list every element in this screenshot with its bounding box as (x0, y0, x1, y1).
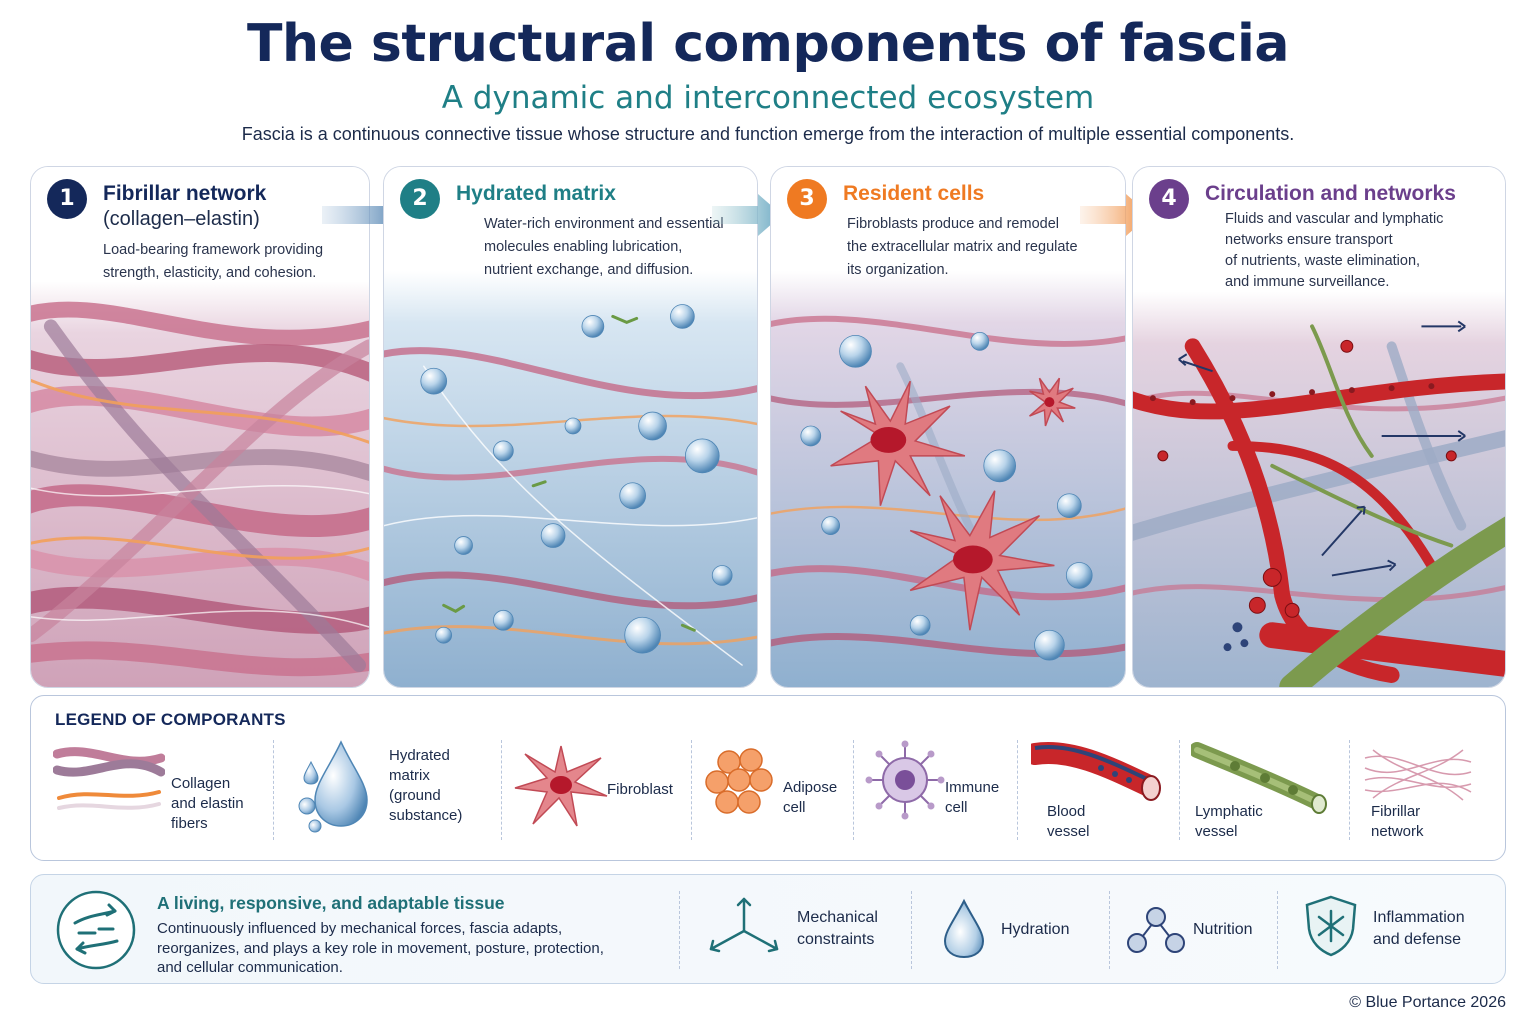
feature-label-hydration: Hydration (1001, 921, 1070, 938)
legend-divider (501, 740, 502, 840)
step-number-badge: 3 (787, 179, 827, 219)
panel-circulation-networks: 4 Circulation and networks Fluids and va… (1132, 166, 1506, 688)
circulation-networks-illustration (1133, 167, 1505, 687)
fibrillar-network-icon (1364, 749, 1472, 801)
page-subtitle: A dynamic and interconnected ecosystem (441, 80, 1095, 116)
arrow-right-icon (712, 194, 782, 236)
panel-fibrillar-network: 1 Fibrillar network (collagen–elastin) L… (30, 166, 370, 688)
panel-title: Hydrated matrix (456, 182, 616, 205)
feature-divider (1277, 891, 1278, 969)
panel-hydrated-matrix: 2 Hydrated matrix Water-rich environment… (383, 166, 758, 688)
panel-description: Fibroblasts produce and remodel the extr… (847, 216, 1078, 278)
legend-divider (691, 740, 692, 840)
fibrillar-network-illustration (31, 167, 369, 687)
movement-arrows-icon (56, 890, 136, 970)
legend-divider (273, 740, 274, 840)
step-number-badge: 4 (1149, 179, 1189, 219)
legend-divider (1349, 740, 1350, 840)
step-number-badge: 2 (400, 179, 440, 219)
hydrated-matrix-illustration (384, 167, 757, 687)
adipose-cell-icon (705, 748, 773, 814)
feature-divider (911, 891, 912, 969)
immune-cell-icon (865, 740, 945, 820)
feature-divider (1109, 891, 1110, 969)
resident-cells-illustration (771, 167, 1125, 687)
legend-divider (853, 740, 854, 840)
nutrition-molecule-icon (1127, 907, 1185, 953)
adaptable-tissue-box: A living, responsive, and adaptable tiss… (30, 874, 1506, 984)
adaptable-tissue-title: A living, responsive, and adaptable tiss… (157, 893, 505, 913)
legend-label-fibroblast: Fibroblast (607, 781, 673, 798)
panel-title: Resident cells (843, 182, 985, 205)
page-title: The structural components of fascia (247, 14, 1289, 74)
panel-resident-cells: 3 Resident cells Fibroblasts produce and… (770, 166, 1126, 688)
step-number-badge: 1 (47, 179, 87, 219)
water-drop-icon (298, 740, 368, 833)
adaptable-tissue-text: Continuously influenced by mechanical fo… (157, 920, 604, 976)
panel-title: Fibrillar network (103, 182, 267, 205)
lymphatic-vessel-icon (1191, 742, 1327, 814)
shield-icon (1305, 895, 1357, 957)
collagen-fibers-icon (53, 747, 165, 810)
intro-text: Fascia is a continuous connective tissue… (241, 124, 1295, 144)
panel-description: Load-bearing framework providing strengt… (103, 242, 324, 281)
panel-description: Water-rich environment and essential mol… (484, 216, 724, 278)
fibroblast-icon (514, 745, 608, 827)
hydration-drop-icon (943, 898, 985, 959)
legend-title: LEGEND OF COMPORANTS (55, 710, 286, 729)
panel-subtitle: (collagen–elastin) (103, 208, 260, 230)
legend-divider (1179, 740, 1180, 840)
copyright-notice: © Blue Portance 2026 (1349, 994, 1506, 1011)
mechanical-arrows-icon (709, 897, 779, 953)
feature-label-nutrition: Nutrition (1193, 921, 1253, 938)
feature-divider (679, 891, 680, 969)
legend-divider (1017, 740, 1018, 840)
panel-description: Fluids and vascular and lymphatic networ… (1225, 211, 1444, 290)
blood-vessel-icon (1031, 742, 1161, 801)
panel-title: Circulation and networks (1205, 182, 1456, 205)
